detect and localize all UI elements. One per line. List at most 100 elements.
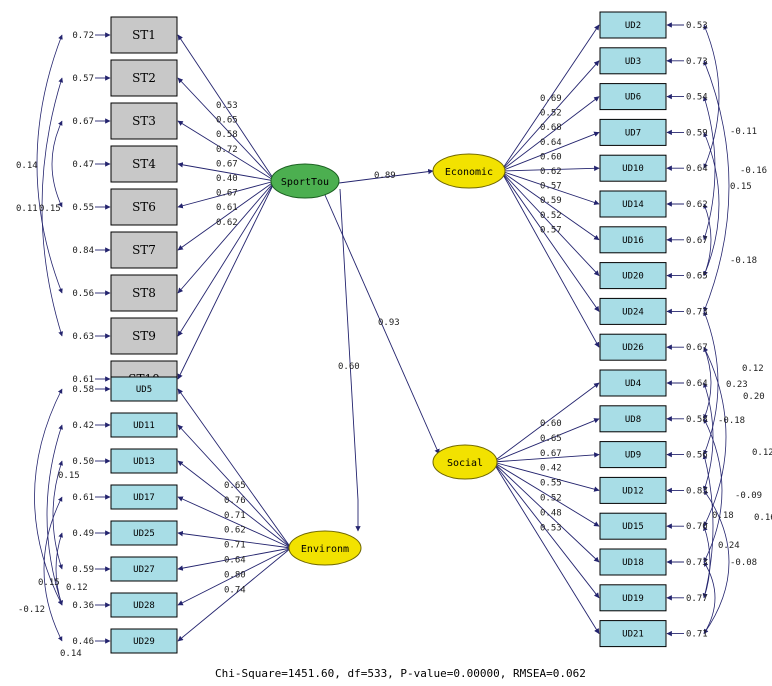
- indicator-st7-label: ST7: [132, 243, 156, 257]
- indicator-st4-label: ST4: [132, 157, 156, 171]
- indicator-st4: [110, 145, 178, 183]
- loading-path-ud26: [500, 170, 600, 348]
- error-ud3: 0.73: [686, 57, 708, 67]
- loading-path-ud4: [492, 382, 600, 463]
- loading-ud15: 0.55: [540, 479, 562, 489]
- error-ud9: 0.56: [686, 451, 708, 461]
- error-ud26: 0.67: [686, 343, 708, 353]
- right-cov-arc-9: [703, 418, 723, 563]
- loading-ud7: 0.64: [540, 138, 562, 148]
- loading-st2: 0.65: [216, 116, 238, 126]
- loading-path-ud12: [492, 461, 600, 492]
- left-cov-1: 0.11: [16, 204, 38, 214]
- indicator-ud15: [599, 512, 667, 540]
- error-ud12: 0.83: [686, 486, 708, 496]
- right-cov-12: -0.08: [730, 558, 757, 568]
- indicator-st9-label: ST9: [132, 329, 156, 343]
- indicator-ud11-label: UD11: [133, 421, 155, 431]
- loading-ud20: 0.59: [540, 196, 562, 206]
- latent-economic: [432, 153, 506, 189]
- loading-path-ud25: [177, 530, 292, 549]
- left-cov-0: 0.14: [16, 161, 38, 171]
- error-ud11: 0.42: [72, 421, 94, 431]
- indicator-ud3-label: UD3: [625, 57, 641, 67]
- loading-path-ud14: [500, 170, 600, 206]
- loading-ud8: 0.65: [540, 434, 562, 444]
- error-ud15: 0.70: [686, 522, 708, 532]
- error-ud14: 0.62: [686, 200, 708, 210]
- loading-path-ud19: [492, 461, 600, 599]
- indicator-st1: [110, 16, 178, 54]
- loading-st10: 0.62: [216, 218, 238, 228]
- loading-ud4: 0.60: [540, 419, 562, 429]
- error-ud16: 0.67: [686, 236, 708, 246]
- right-cov-1: -0.16: [740, 166, 767, 176]
- loading-ud9: 0.67: [540, 449, 562, 459]
- loading-ud14: 0.62: [540, 167, 562, 177]
- loading-st1: 0.53: [216, 101, 238, 111]
- loading-ud25: 0.71: [224, 541, 246, 551]
- cov-arc-ud11-ud28: [46, 424, 63, 606]
- indicator-ud12-label: UD12: [622, 486, 644, 496]
- error-ud28: 0.36: [72, 601, 94, 611]
- loading-path-st1: [177, 34, 276, 182]
- loading-ud5: 0.65: [224, 481, 246, 491]
- indicator-ud24-label: UD24: [622, 307, 644, 317]
- structural-coef-environ: 0.60: [338, 362, 360, 372]
- right-cov-5: 0.23: [726, 380, 748, 390]
- loading-ud12: 0.42: [540, 464, 562, 474]
- right-cov-3: -0.18: [730, 256, 757, 266]
- cov-arc-st3-st6: [51, 120, 63, 208]
- latent-environ: [288, 530, 362, 566]
- error-ud6: 0.54: [686, 93, 708, 103]
- loading-path-ud7: [500, 131, 600, 172]
- indicator-ud7: [599, 118, 667, 146]
- latent-social-label: Social: [447, 458, 483, 469]
- indicator-ud14-label: UD14: [622, 200, 644, 210]
- loading-ud17: 0.62: [224, 526, 246, 536]
- right-cov-9: -0.09: [735, 491, 762, 501]
- loading-st6: 0.67: [216, 159, 238, 169]
- error-ud18: 0.73: [686, 558, 708, 568]
- indicator-ud13: [110, 448, 178, 474]
- indicator-st7: [110, 231, 178, 269]
- indicator-ud4: [599, 369, 667, 397]
- right-cov-0: -0.11: [730, 127, 757, 137]
- loading-ud29: 0.74: [224, 585, 246, 595]
- indicator-ud27: [110, 556, 178, 582]
- error-ud27: 0.59: [72, 565, 94, 575]
- left-cov-2: 0.15: [39, 204, 61, 214]
- env-cov-0: -0.12: [18, 605, 45, 615]
- indicator-ud9-label: UD9: [625, 451, 641, 461]
- env-cov-3: 0.12: [66, 583, 88, 593]
- loading-path-st10: [177, 180, 276, 380]
- loading-ud27: 0.64: [224, 556, 246, 566]
- error-ud29: 0.46: [72, 637, 94, 647]
- error-st2: 0.57: [72, 74, 94, 84]
- indicator-st8: [110, 274, 178, 312]
- indicator-ud27-label: UD27: [133, 565, 155, 575]
- error-st3: 0.67: [72, 117, 94, 127]
- cov-arc-ud5-ud28: [34, 388, 63, 606]
- loading-path-ud5: [177, 388, 292, 549]
- loading-path-st8: [177, 180, 276, 294]
- loading-path-ud13: [177, 460, 292, 549]
- structural-coef-economic: 0.89: [374, 171, 396, 181]
- structural-path-environ: [339, 188, 361, 532]
- indicator-ud21-label: UD21: [622, 630, 644, 640]
- loading-path-st6: [177, 180, 276, 209]
- error-st1: 0.72: [72, 31, 94, 41]
- loading-ud28: 0.80: [224, 570, 246, 580]
- indicator-st3-label: ST3: [132, 114, 156, 128]
- right-cov-2: 0.15: [730, 182, 752, 192]
- latent-economic-label: Economic: [445, 167, 493, 178]
- loading-ud26: 0.57: [540, 225, 562, 235]
- error-ud4: 0.64: [686, 379, 708, 389]
- indicator-ud24: [599, 297, 667, 325]
- loading-path-st9: [177, 180, 276, 337]
- loading-st8: 0.67: [216, 189, 238, 199]
- right-cov-arc-3: [703, 131, 720, 277]
- loading-path-ud10: [500, 165, 600, 172]
- loading-ud11: 0.76: [224, 496, 246, 506]
